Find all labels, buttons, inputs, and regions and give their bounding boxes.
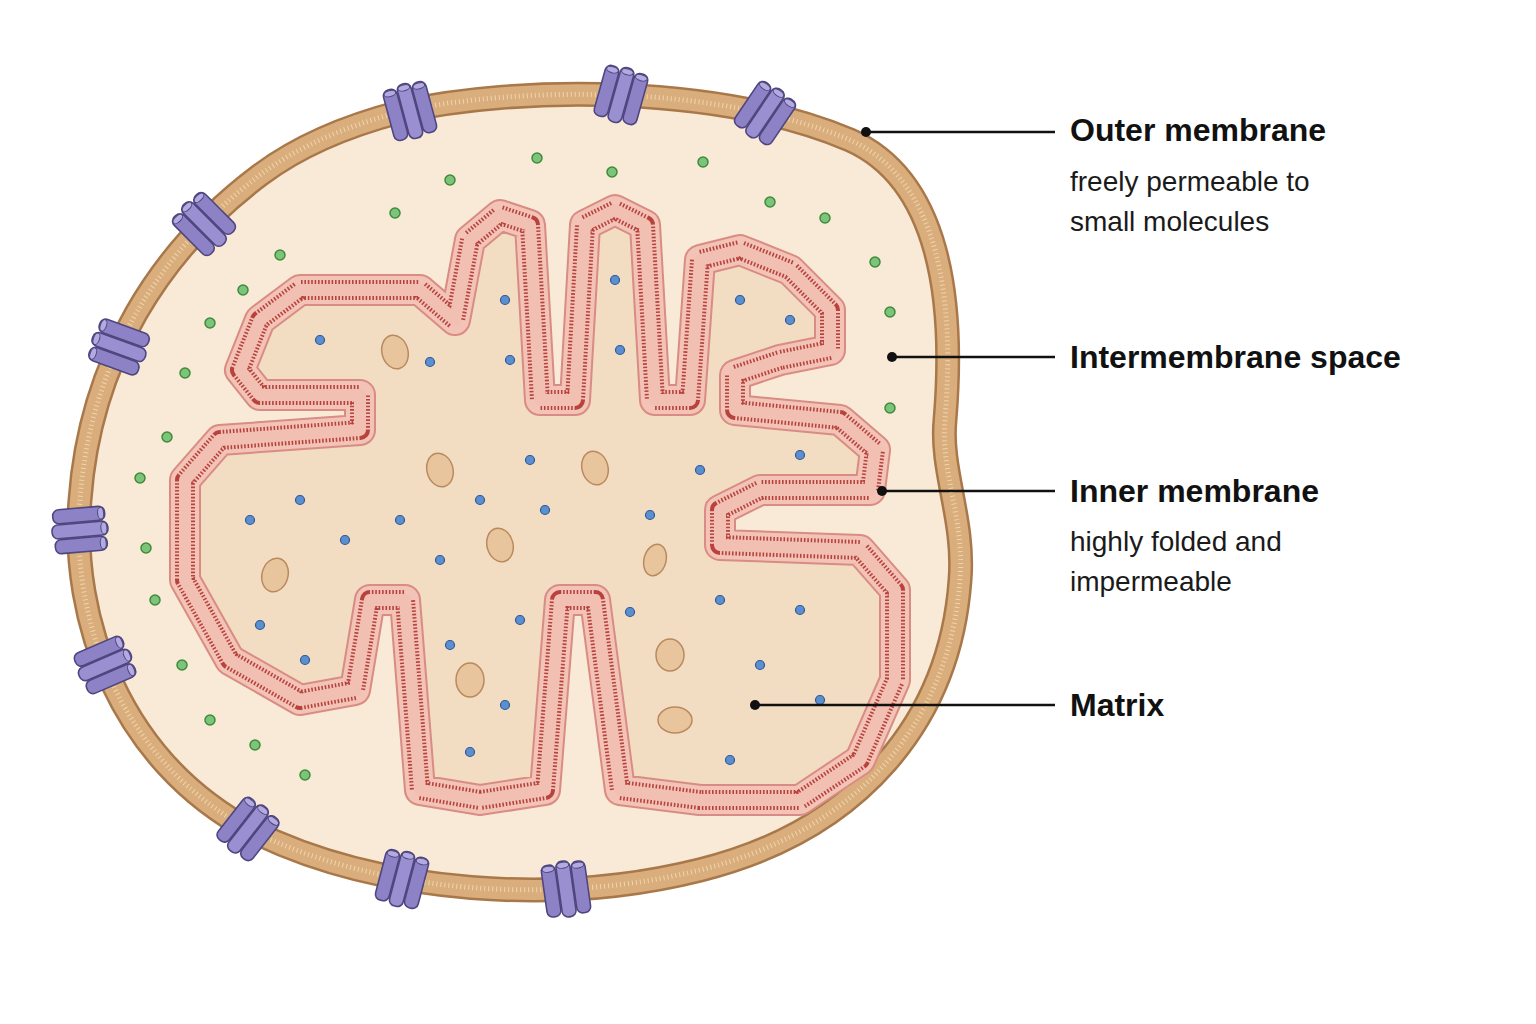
- matrix-molecule: [426, 358, 435, 367]
- porin-channel: [382, 78, 439, 143]
- matrix-molecule: [516, 616, 525, 625]
- matrix-granule: [378, 332, 412, 372]
- leader-dot: [877, 486, 887, 496]
- small-molecule: [300, 770, 310, 780]
- porin-channel: [71, 634, 140, 697]
- leader-line: [755, 704, 1055, 707]
- outer-membrane-texture: [79, 94, 961, 890]
- matrix-molecule: [296, 496, 305, 505]
- matrix-granule: [640, 542, 670, 579]
- part-name: Matrix: [1070, 685, 1510, 725]
- inner-membrane-core: [185, 210, 895, 800]
- small-molecule: [607, 167, 617, 177]
- matrix-region: [185, 210, 895, 800]
- matrix-molecule: [611, 276, 620, 285]
- small-molecule: [162, 432, 172, 442]
- matrix-molecule: [526, 456, 535, 465]
- small-molecule: [275, 250, 285, 260]
- small-molecule: [698, 157, 708, 167]
- part-note: highly folded and impermeable: [1070, 522, 1370, 602]
- matrix-granule: [423, 450, 457, 490]
- porin-channel: [169, 189, 240, 260]
- porin-channel: [50, 506, 110, 555]
- small-molecule: [180, 368, 190, 378]
- small-molecule: [885, 307, 895, 317]
- matrix-granule: [656, 639, 684, 671]
- part-name: Inner membrane: [1070, 471, 1510, 511]
- leader-line: [892, 356, 1055, 359]
- leader-dot: [887, 352, 897, 362]
- matrix-molecule: [341, 536, 350, 545]
- leader-dot: [861, 127, 871, 137]
- matrix-molecule: [316, 336, 325, 345]
- porin-channel: [374, 846, 431, 911]
- small-molecule: [390, 208, 400, 218]
- matrix-molecule: [501, 701, 510, 710]
- matrix-molecule: [796, 606, 805, 615]
- matrix-molecule: [646, 511, 655, 520]
- matrix-granule: [456, 663, 484, 697]
- porin-channel: [731, 77, 799, 148]
- matrix-molecule: [616, 346, 625, 355]
- matrix-molecule: [506, 356, 515, 365]
- matrix-molecule: [256, 621, 265, 630]
- small-molecule: [445, 175, 455, 185]
- part-note: freely permeable to small molecules: [1070, 162, 1370, 242]
- small-molecule: [532, 153, 542, 163]
- matrix-molecule: [396, 516, 405, 525]
- matrix-molecule: [436, 556, 445, 565]
- small-molecule: [250, 740, 260, 750]
- small-molecule: [150, 595, 160, 605]
- matrix-molecule: [626, 608, 635, 617]
- porin-channel: [213, 793, 282, 864]
- small-molecule: [205, 715, 215, 725]
- matrix-molecule: [446, 641, 455, 650]
- matrix-molecule: [756, 661, 765, 670]
- small-molecule: [820, 213, 830, 223]
- small-molecule: [177, 660, 187, 670]
- porin-channel: [592, 62, 649, 128]
- matrix-molecule: [696, 466, 705, 475]
- matrix-molecule: [786, 316, 795, 325]
- small-molecule: [135, 473, 145, 483]
- part-name: Outer membrane: [1070, 110, 1510, 150]
- matrix-molecule: [816, 696, 825, 705]
- inner-membrane-texture: [185, 210, 895, 800]
- matrix-molecule: [726, 756, 735, 765]
- porin-channel: [85, 317, 153, 377]
- leader-line: [882, 490, 1055, 493]
- matrix-molecule: [736, 296, 745, 305]
- part-name: Intermembrane space: [1070, 337, 1510, 377]
- small-molecule: [205, 318, 215, 328]
- matrix-molecule: [466, 748, 475, 757]
- small-molecule: [870, 257, 880, 267]
- porin-channel: [540, 858, 591, 920]
- small-molecule: [141, 543, 151, 553]
- matrix-molecule: [716, 596, 725, 605]
- matrix-granule: [658, 707, 692, 733]
- small-molecule: [885, 403, 895, 413]
- leader-line: [866, 131, 1055, 134]
- leader-dot: [750, 700, 760, 710]
- matrix-molecule: [501, 296, 510, 305]
- matrix-granule: [258, 555, 292, 595]
- outer-membrane: [79, 94, 961, 890]
- matrix-molecule: [541, 506, 550, 515]
- matrix-molecule: [246, 516, 255, 525]
- small-molecule: [765, 197, 775, 207]
- matrix-molecule: [476, 496, 485, 505]
- inner-membrane: [185, 210, 895, 800]
- matrix-molecule: [796, 451, 805, 460]
- matrix-granule: [578, 448, 612, 488]
- outer-membrane-band: [79, 94, 961, 890]
- small-molecule: [238, 285, 248, 295]
- matrix-molecule: [301, 656, 310, 665]
- matrix-granule: [483, 525, 517, 565]
